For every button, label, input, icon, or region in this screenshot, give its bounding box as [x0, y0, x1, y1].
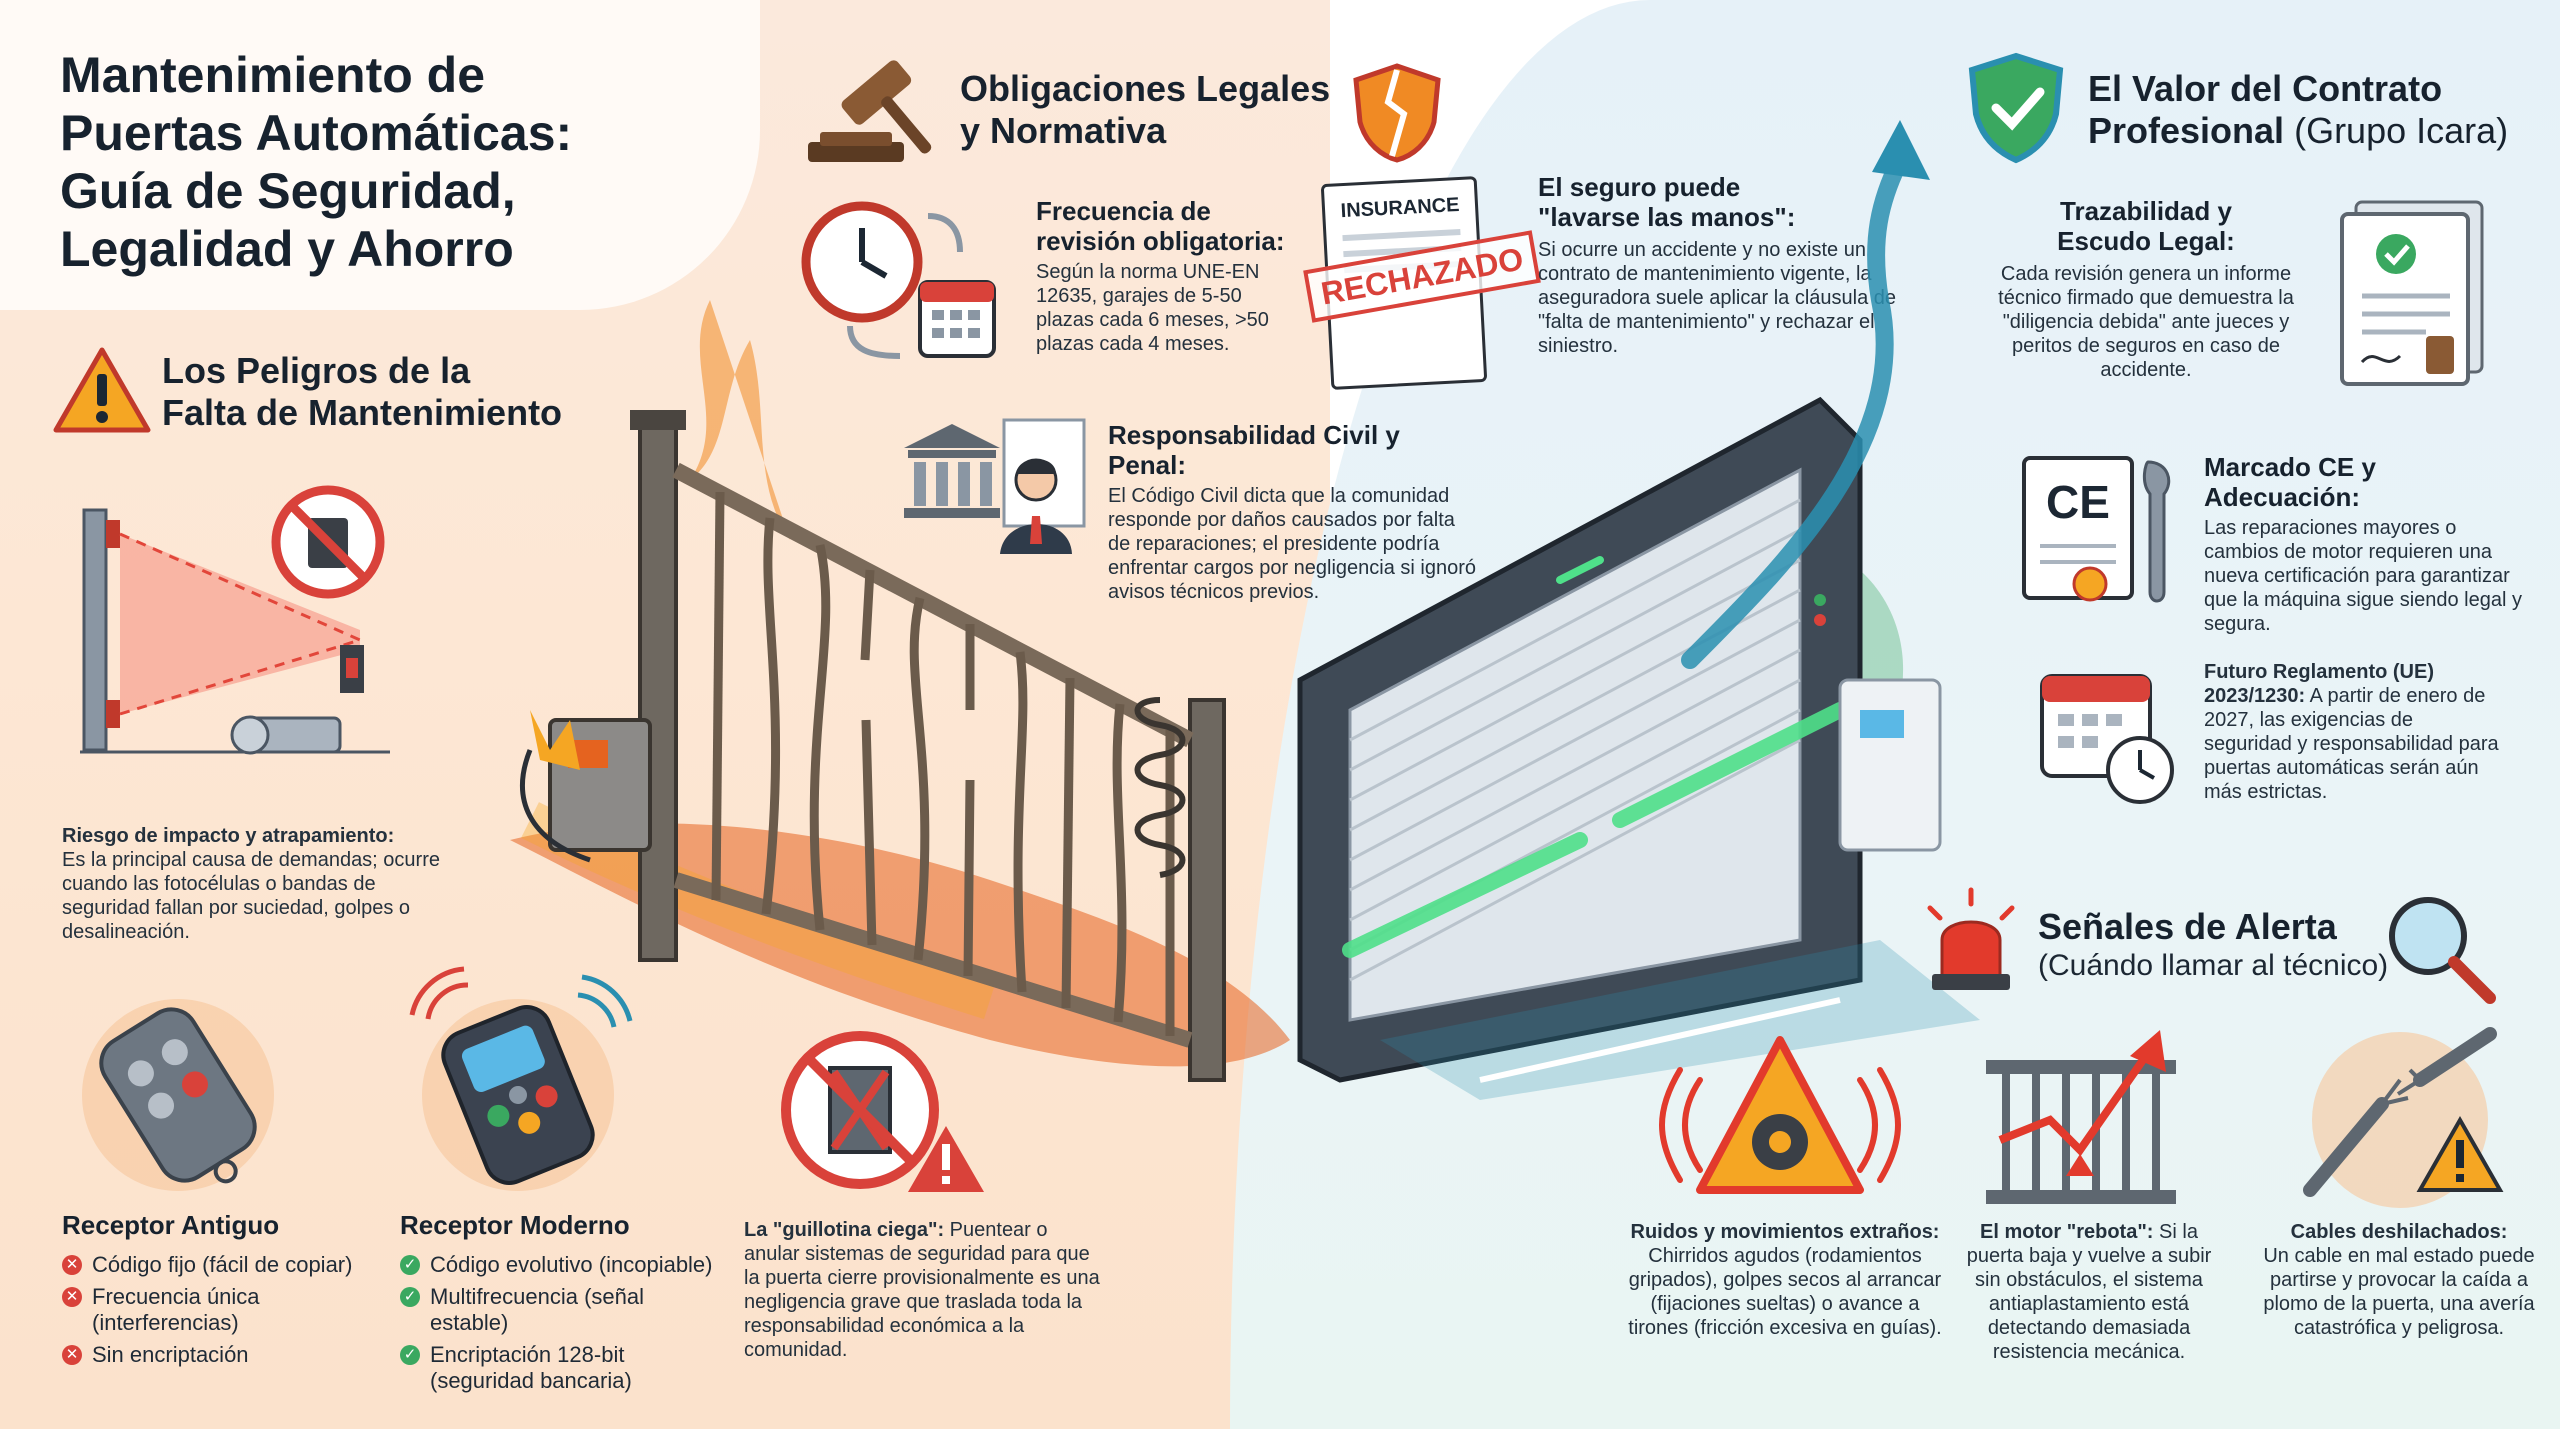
motor-icon — [230, 715, 342, 755]
check-icon: ✓ — [400, 1345, 420, 1365]
contract-title: El Valor del Contrato Profesional (Grupo… — [2088, 68, 2509, 151]
gavel-icon — [808, 60, 932, 162]
regulation-block: Futuro Reglamento (UE) 2023/1230: A part… — [2204, 661, 2499, 803]
list-item: ✓Encriptación 128-bit (seguridad bancari… — [400, 1342, 720, 1394]
broken-gate-illustration — [510, 300, 1290, 1082]
noise-block: Ruidos y movimientos extraños: Chirridos… — [1628, 1221, 1942, 1339]
list-item: ✓Código evolutivo (incopiable) — [400, 1252, 720, 1278]
frequency-block: Frecuencia de revisión obligatoria: Segú… — [1036, 196, 1285, 355]
list-item: ✓Multifrecuencia (señal estable) — [400, 1284, 720, 1336]
warning-icon — [53, 347, 151, 433]
list-item: ✕Sin encriptación — [62, 1342, 392, 1368]
gear-warning-icon — [1659, 1036, 1901, 1194]
x-icon: ✕ — [62, 1255, 82, 1275]
svg-text:CE: CE — [2046, 476, 2110, 528]
clock-calendar-icon — [801, 201, 996, 359]
cables-block: Cables deshilachados: Un cable en mal es… — [2263, 1221, 2535, 1339]
check-icon: ✓ — [400, 1287, 420, 1307]
title-card — [0, 0, 760, 310]
dangers-title: Los Peligros de la Falta de Mantenimient… — [162, 350, 563, 433]
ce-certificate-icon: CE — [2022, 456, 2171, 603]
courthouse-person-icon — [904, 418, 1086, 554]
magnifier-icon — [2389, 897, 2496, 1004]
insurance-block: El seguro puede "lavarse las manos": Si … — [1538, 172, 1897, 357]
traceability-block: Trazabilidad y Escudo Legal: Cada revisi… — [1998, 196, 2294, 381]
prohibited-icon — [271, 485, 385, 599]
arrow-icon — [1681, 120, 1930, 669]
modern-gate-illustration — [1297, 396, 1980, 1100]
modern-remote-icon — [409, 966, 633, 1191]
broken-shield-icon — [1353, 63, 1441, 163]
alarm-light-icon — [1927, 887, 2015, 990]
legal-title: Obligaciones Legales y Normativa — [960, 68, 1331, 151]
signed-report-icon — [2340, 200, 2484, 386]
guillotine-prohibited-icon — [781, 1031, 984, 1192]
calendar-clock-icon — [2040, 674, 2174, 804]
modern-receptor-block: Receptor Moderno ✓Código evolutivo (inco… — [400, 1210, 720, 1400]
check-icon: ✓ — [400, 1255, 420, 1275]
ce-block: Marcado CE y Adecuación: Las reparacione… — [2204, 452, 2522, 635]
shield-check-icon — [1968, 52, 2064, 164]
old-receptor-block: Receptor Antiguo ✕Código fijo (fácil de … — [62, 1210, 392, 1374]
photocell-beam-illustration — [80, 508, 390, 755]
list-item: ✕Frecuencia única (interferencias) — [62, 1284, 392, 1336]
spring-icon — [1134, 697, 1186, 878]
alerts-title: Señales de Alerta (Cuándo llamar al técn… — [2038, 906, 2389, 982]
modern-control-box-icon — [1838, 678, 1942, 852]
frayed-cable-icon — [2303, 1027, 2504, 1208]
impact-risk-block: Riesgo de impacto y atrapamiento: Es la … — [62, 825, 440, 943]
civil-responsibility-block: Responsabilidad Civil y Penal: El Código… — [1108, 420, 1476, 603]
main-title: Mantenimiento de Puertas Automáticas: Gu… — [60, 47, 573, 277]
motor-block: El motor "rebota": Si la puerta baja y v… — [1966, 1221, 2212, 1363]
guillotina-block: La "guillotina ciega": Puentear o anular… — [744, 1219, 1100, 1361]
x-icon: ✕ — [62, 1345, 82, 1365]
old-remote-icon — [82, 999, 274, 1191]
list-item: ✕Código fijo (fácil de copiar) — [62, 1252, 392, 1278]
motor-rebound-icon — [1986, 1030, 2176, 1204]
x-icon: ✕ — [62, 1287, 82, 1307]
